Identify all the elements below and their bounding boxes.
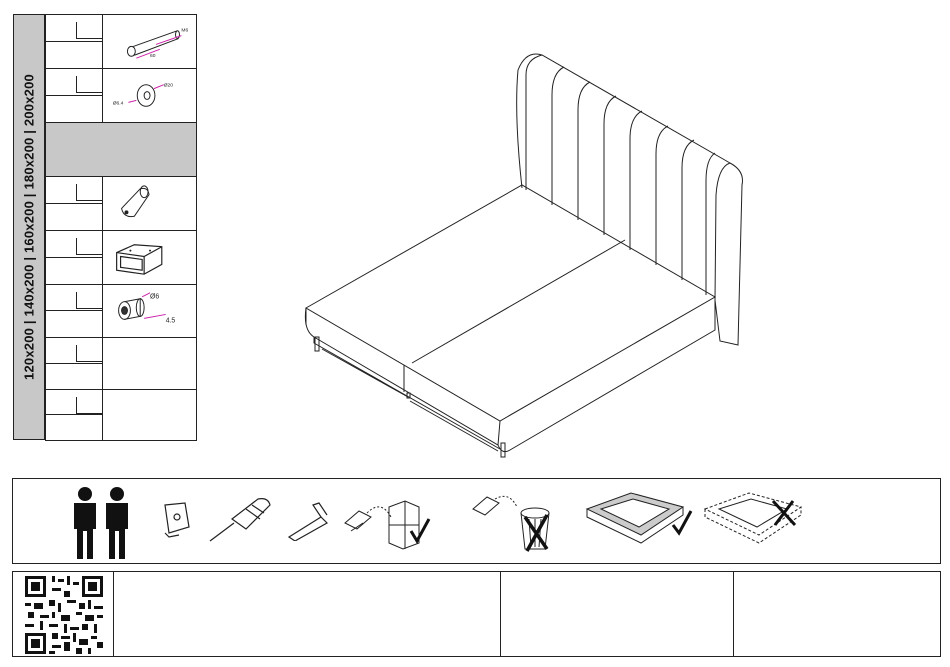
quantity-box bbox=[46, 15, 103, 68]
bed-illustration bbox=[290, 45, 750, 465]
tools-strip bbox=[12, 478, 941, 564]
footer-cell-3 bbox=[734, 572, 940, 656]
part-row-empty-gray bbox=[46, 123, 196, 177]
nut-insert-icon: Ø6 4.5 bbox=[106, 285, 196, 337]
quantity-box bbox=[46, 390, 103, 440]
sizes-bar: 120x200 | 140x200 | 160x200 | 180x200 | … bbox=[13, 14, 45, 440]
qr-cell bbox=[13, 572, 114, 656]
qr-code bbox=[25, 576, 103, 654]
bolt-length-label: 60 bbox=[150, 53, 156, 59]
part-row-empty bbox=[46, 390, 196, 440]
part-row-leg bbox=[46, 177, 196, 231]
recycle-cardboard-icon bbox=[341, 493, 431, 553]
part-row-washer: Ø6.4 Ø20 bbox=[46, 69, 196, 123]
quantity-box bbox=[46, 69, 103, 122]
no-trash-bin-icon bbox=[469, 489, 553, 555]
washer-icon: Ø6.4 Ø20 bbox=[106, 69, 196, 122]
part-row-bolt: 60 M6 bbox=[46, 15, 196, 69]
quantity-box bbox=[46, 177, 103, 230]
bolt-icon: 60 M6 bbox=[106, 15, 196, 68]
bolt-thread-label: M6 bbox=[181, 28, 188, 34]
parts-list: 60 M6 Ø6.4 Ø20 bbox=[45, 14, 197, 441]
footer-bar bbox=[12, 571, 941, 657]
hard-floor-no-icon bbox=[703, 491, 815, 551]
quantity-box bbox=[46, 231, 103, 284]
nut-length-label: 4.5 bbox=[166, 317, 176, 324]
nut-diameter-label: Ø6 bbox=[150, 294, 159, 301]
soft-floor-ok-icon bbox=[585, 491, 697, 551]
part-row-nut: Ø6 4.5 bbox=[46, 285, 196, 338]
washer-inner-label: Ø6.4 bbox=[113, 100, 124, 106]
sizes-label: 120x200 | 140x200 | 160x200 | 180x200 | … bbox=[22, 74, 37, 380]
footer-cell-2 bbox=[501, 572, 734, 656]
allen-key-icon bbox=[285, 501, 335, 541]
part-row-bracket bbox=[46, 231, 196, 285]
quantity-box bbox=[46, 285, 103, 337]
bracket-icon bbox=[106, 231, 196, 284]
leg-icon bbox=[106, 177, 196, 230]
screwdriver-icon bbox=[206, 495, 276, 545]
washer-outer-label: Ø20 bbox=[164, 83, 174, 89]
quantity-box bbox=[46, 338, 103, 389]
footer-cell-1 bbox=[114, 572, 501, 656]
two-persons-icon bbox=[71, 485, 133, 559]
tape-measure-icon bbox=[159, 499, 195, 539]
part-row-empty bbox=[46, 338, 196, 390]
